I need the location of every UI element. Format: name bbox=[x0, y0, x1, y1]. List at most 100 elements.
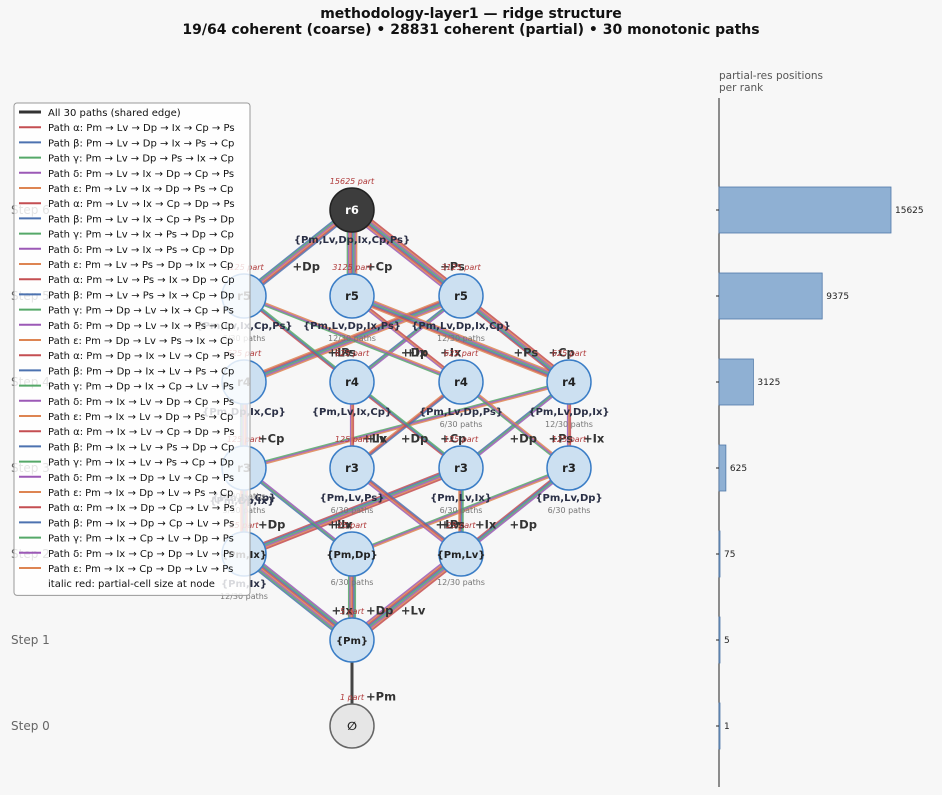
legend-path: Path α: Pm → Ix → Dp → Cp → Lv → Ps bbox=[48, 503, 235, 514]
node-circle bbox=[329, 531, 375, 577]
bar-value-label: 75 bbox=[724, 550, 735, 560]
node-paths: 6/30 paths bbox=[548, 506, 591, 515]
legend-note: italic red: partial-cell size at node bbox=[48, 579, 215, 590]
step-label: Step 1 bbox=[11, 633, 50, 647]
partial-size: 125 part bbox=[552, 435, 587, 444]
legend-path: Path β: Pm → Lv → Ps → Ix → Cp → Dp bbox=[48, 290, 234, 301]
edges-layer bbox=[239, 205, 572, 726]
path-edge bbox=[352, 554, 463, 643]
path-edge bbox=[242, 296, 352, 384]
legend-path: Path β: Pm → Lv → Dp → Ix → Ps → Cp bbox=[48, 138, 234, 149]
node-set: {Pm,Lv,Dp,Ps} bbox=[419, 407, 503, 418]
edge-label: +Ix bbox=[331, 517, 353, 531]
legend-path: Path δ: Pm → Dp → Lv → Ix → Ps → Cp bbox=[48, 321, 234, 332]
path-edge bbox=[350, 296, 461, 384]
path-edge bbox=[460, 381, 570, 469]
edge-label: +Cp bbox=[258, 431, 284, 445]
legend-path: Path α: Pm → Lv → Dp → Ix → Cp → Ps bbox=[48, 123, 235, 134]
node-label: r4 bbox=[562, 375, 576, 389]
node-label: r5 bbox=[454, 289, 468, 303]
edge-label: +Ix bbox=[366, 431, 388, 445]
node-circle bbox=[438, 273, 484, 319]
path-edge bbox=[242, 464, 461, 552]
legend-path: Path γ: Pm → Lv → Dp → Ps → Ix → Cp bbox=[48, 154, 234, 165]
legend-path: Path β: Pm → Dp → Ix → Lv → Ps → Cp bbox=[48, 366, 234, 377]
path-edge bbox=[348, 549, 459, 638]
node-circle bbox=[546, 445, 592, 491]
path-edge bbox=[354, 205, 465, 294]
path-edge bbox=[350, 297, 569, 385]
node-label: {Pm} bbox=[336, 636, 368, 647]
legend-path: Path γ: Pm → Dp → Lv → Ix → Cp → Ps bbox=[48, 306, 234, 317]
path-edge bbox=[243, 553, 353, 642]
path-edge bbox=[351, 294, 570, 383]
legend-path: Path γ: Pm → Dp → Ix → Cp → Lv → Ps bbox=[48, 382, 234, 393]
edge-label: +Dp bbox=[401, 345, 428, 359]
nodes-layer bbox=[221, 187, 592, 749]
path-edge bbox=[244, 470, 463, 558]
edge-label: +Lv bbox=[327, 517, 352, 531]
path-edge bbox=[243, 552, 353, 641]
edge-label: +Cp bbox=[440, 431, 466, 445]
node-label: r3 bbox=[454, 461, 468, 475]
path-edge bbox=[243, 295, 462, 383]
node-set: {Pm,Lv,Dp,Ix} bbox=[528, 407, 609, 418]
path-edge bbox=[244, 551, 354, 640]
path-edge bbox=[351, 552, 462, 641]
path-edge bbox=[350, 468, 461, 557]
path-edge bbox=[353, 555, 464, 644]
path-edge bbox=[458, 297, 568, 386]
figure-title: methodology-layer1 — ridge structure 19/… bbox=[0, 6, 942, 38]
node-label: r4 bbox=[345, 375, 359, 389]
node-paths: 12/30 paths bbox=[437, 578, 485, 587]
legend-path: Path ε: Pm → Lv → Ix → Dp → Ps → Cp bbox=[48, 184, 233, 195]
node-paths: 6/30 paths bbox=[331, 506, 374, 515]
path-edge bbox=[352, 380, 463, 468]
path-edge bbox=[243, 208, 353, 297]
node-circle bbox=[438, 445, 484, 491]
path-edge bbox=[245, 550, 355, 639]
title-line-2: 19/64 coherent (coarse) • 28831 coherent… bbox=[182, 22, 760, 38]
path-edge bbox=[348, 212, 459, 301]
node-paths: 6/30 paths bbox=[331, 578, 374, 587]
node-circle bbox=[329, 703, 375, 749]
edge-label: +Cp bbox=[548, 345, 574, 359]
node-paths: 12/30 paths bbox=[545, 420, 593, 429]
path-edge bbox=[352, 294, 463, 382]
edge-label: +Lv bbox=[327, 345, 352, 359]
legend-shared-edge: All 30 paths (shared edge) bbox=[48, 108, 181, 119]
legend-path: Path ε: Pm → Lv → Ps → Dp → Ix → Cp bbox=[48, 260, 233, 271]
edge-label: +Dp bbox=[510, 431, 537, 445]
path-edge bbox=[350, 382, 461, 470]
node-circle bbox=[546, 359, 592, 405]
step-label: Step 0 bbox=[11, 719, 50, 733]
path-edge bbox=[459, 296, 569, 385]
edge-label: +Dp bbox=[510, 517, 537, 531]
node-label: r4 bbox=[454, 375, 468, 389]
edge-label: +Dp bbox=[401, 431, 428, 445]
legend-path: Path γ: Pm → Lv → Ix → Ps → Dp → Cp bbox=[48, 230, 234, 241]
legend-path: Path β: Pm → Ix → Dp → Cp → Lv → Ps bbox=[48, 518, 234, 529]
path-edge bbox=[241, 206, 351, 295]
node-circle bbox=[438, 359, 484, 405]
bar-value-label: 3125 bbox=[757, 378, 780, 388]
path-edge bbox=[243, 209, 353, 298]
path-edge bbox=[352, 292, 571, 380]
path-edge bbox=[244, 469, 463, 557]
legend-path: Path δ: Pm → Lv → Ix → Ps → Cp → Dp bbox=[48, 245, 234, 256]
legend-path: Path α: Pm → Dp → Ix → Lv → Cp → Ps bbox=[48, 351, 235, 362]
node-paths: 12/30 paths bbox=[220, 592, 268, 601]
edge-label: +Ps bbox=[331, 345, 356, 359]
bar bbox=[718, 616, 721, 664]
node-label: r3 bbox=[562, 461, 576, 475]
path-edge bbox=[350, 551, 461, 640]
path-edge bbox=[243, 467, 462, 556]
node-label: {Pm,Dp} bbox=[326, 550, 377, 561]
node-label: ∅ bbox=[347, 719, 357, 733]
node-paths: 12/30 paths bbox=[437, 334, 485, 343]
legend-path: Path γ: Pm → Ix → Lv → Ps → Cp → Dp bbox=[48, 458, 234, 469]
edge-label: +Ix bbox=[475, 517, 497, 531]
edge-label: +Lv bbox=[435, 517, 460, 531]
legend-path: Path β: Pm → Ix → Lv → Ps → Dp → Cp bbox=[48, 442, 234, 453]
